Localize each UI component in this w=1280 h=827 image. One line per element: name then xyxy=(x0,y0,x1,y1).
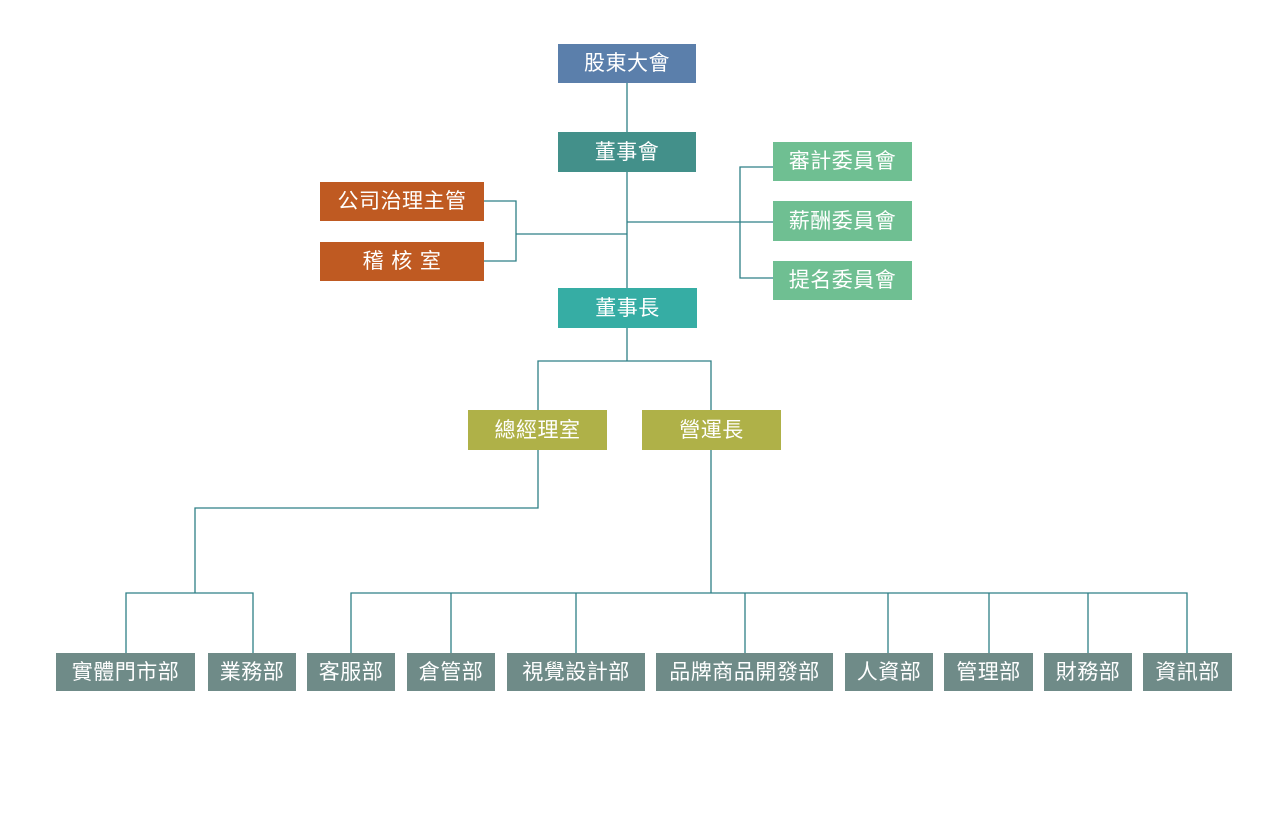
governance-officer-box: 公司治理主管 xyxy=(320,182,484,221)
dept-visual-design-box: 視覺設計部 xyxy=(507,653,645,691)
audit-committee-label: 審計委員會 xyxy=(788,149,897,173)
dept-warehouse-box: 倉管部 xyxy=(407,653,495,691)
dept-brand-product-dev-box: 品牌商品開發部 xyxy=(656,653,833,691)
dept-visual-design-label: 視覺設計部 xyxy=(522,659,630,684)
audit-office-label: 稽 核 室 xyxy=(362,249,442,273)
gm-office-label: 總經理室 xyxy=(494,417,581,442)
dept-sales-box: 業務部 xyxy=(208,653,296,691)
dept-hr-box: 人資部 xyxy=(845,653,933,691)
dept-sales-label: 業務部 xyxy=(219,659,285,684)
nomination-committee-box: 提名委員會 xyxy=(773,261,912,300)
board-of-directors-label: 董事會 xyxy=(594,139,660,164)
shareholders-meeting-label: 股東大會 xyxy=(584,51,670,75)
dept-retail-stores-label: 實體門市部 xyxy=(71,659,180,684)
nomination-committee-label: 提名委員會 xyxy=(788,268,897,292)
dept-finance-box: 財務部 xyxy=(1044,653,1132,691)
remuneration-committee-box: 薪酬委員會 xyxy=(773,201,912,241)
connector-governance-bracket xyxy=(484,200,517,262)
dept-it-box: 資訊部 xyxy=(1143,653,1232,691)
board-of-directors-box: 董事會 xyxy=(558,132,696,172)
coo-box: 營運長 xyxy=(642,410,781,450)
gm-office-box: 總經理室 xyxy=(468,410,607,450)
dept-customer-service-label: 客服部 xyxy=(318,659,384,684)
connector-gm-branches xyxy=(125,592,254,653)
dept-it-label: 資訊部 xyxy=(1155,659,1220,684)
connector-chairman-split xyxy=(537,360,712,410)
coo-label: 營運長 xyxy=(679,417,744,442)
dept-warehouse-label: 倉管部 xyxy=(418,659,484,684)
audit-office-box: 稽 核 室 xyxy=(320,242,484,281)
connector-coo-bus xyxy=(350,592,1188,653)
remuneration-committee-label: 薪酬委員會 xyxy=(788,208,897,233)
dept-finance-label: 財務部 xyxy=(1055,659,1121,684)
dept-administration-box: 管理部 xyxy=(944,653,1033,691)
shareholders-meeting-box: 股東大會 xyxy=(558,44,696,83)
dept-customer-service-box: 客服部 xyxy=(307,653,395,691)
dept-hr-label: 人資部 xyxy=(856,659,922,684)
dept-administration-label: 管理部 xyxy=(956,659,1021,684)
governance-officer-label: 公司治理主管 xyxy=(337,189,467,213)
chairman-box: 董事長 xyxy=(558,288,697,328)
chairman-label: 董事長 xyxy=(595,295,660,320)
connector-gm-office xyxy=(194,450,539,593)
dept-brand-product-dev-label: 品牌商品開發部 xyxy=(669,659,820,684)
dept-retail-stores-box: 實體門市部 xyxy=(56,653,195,691)
audit-committee-box: 審計委員會 xyxy=(773,142,912,181)
